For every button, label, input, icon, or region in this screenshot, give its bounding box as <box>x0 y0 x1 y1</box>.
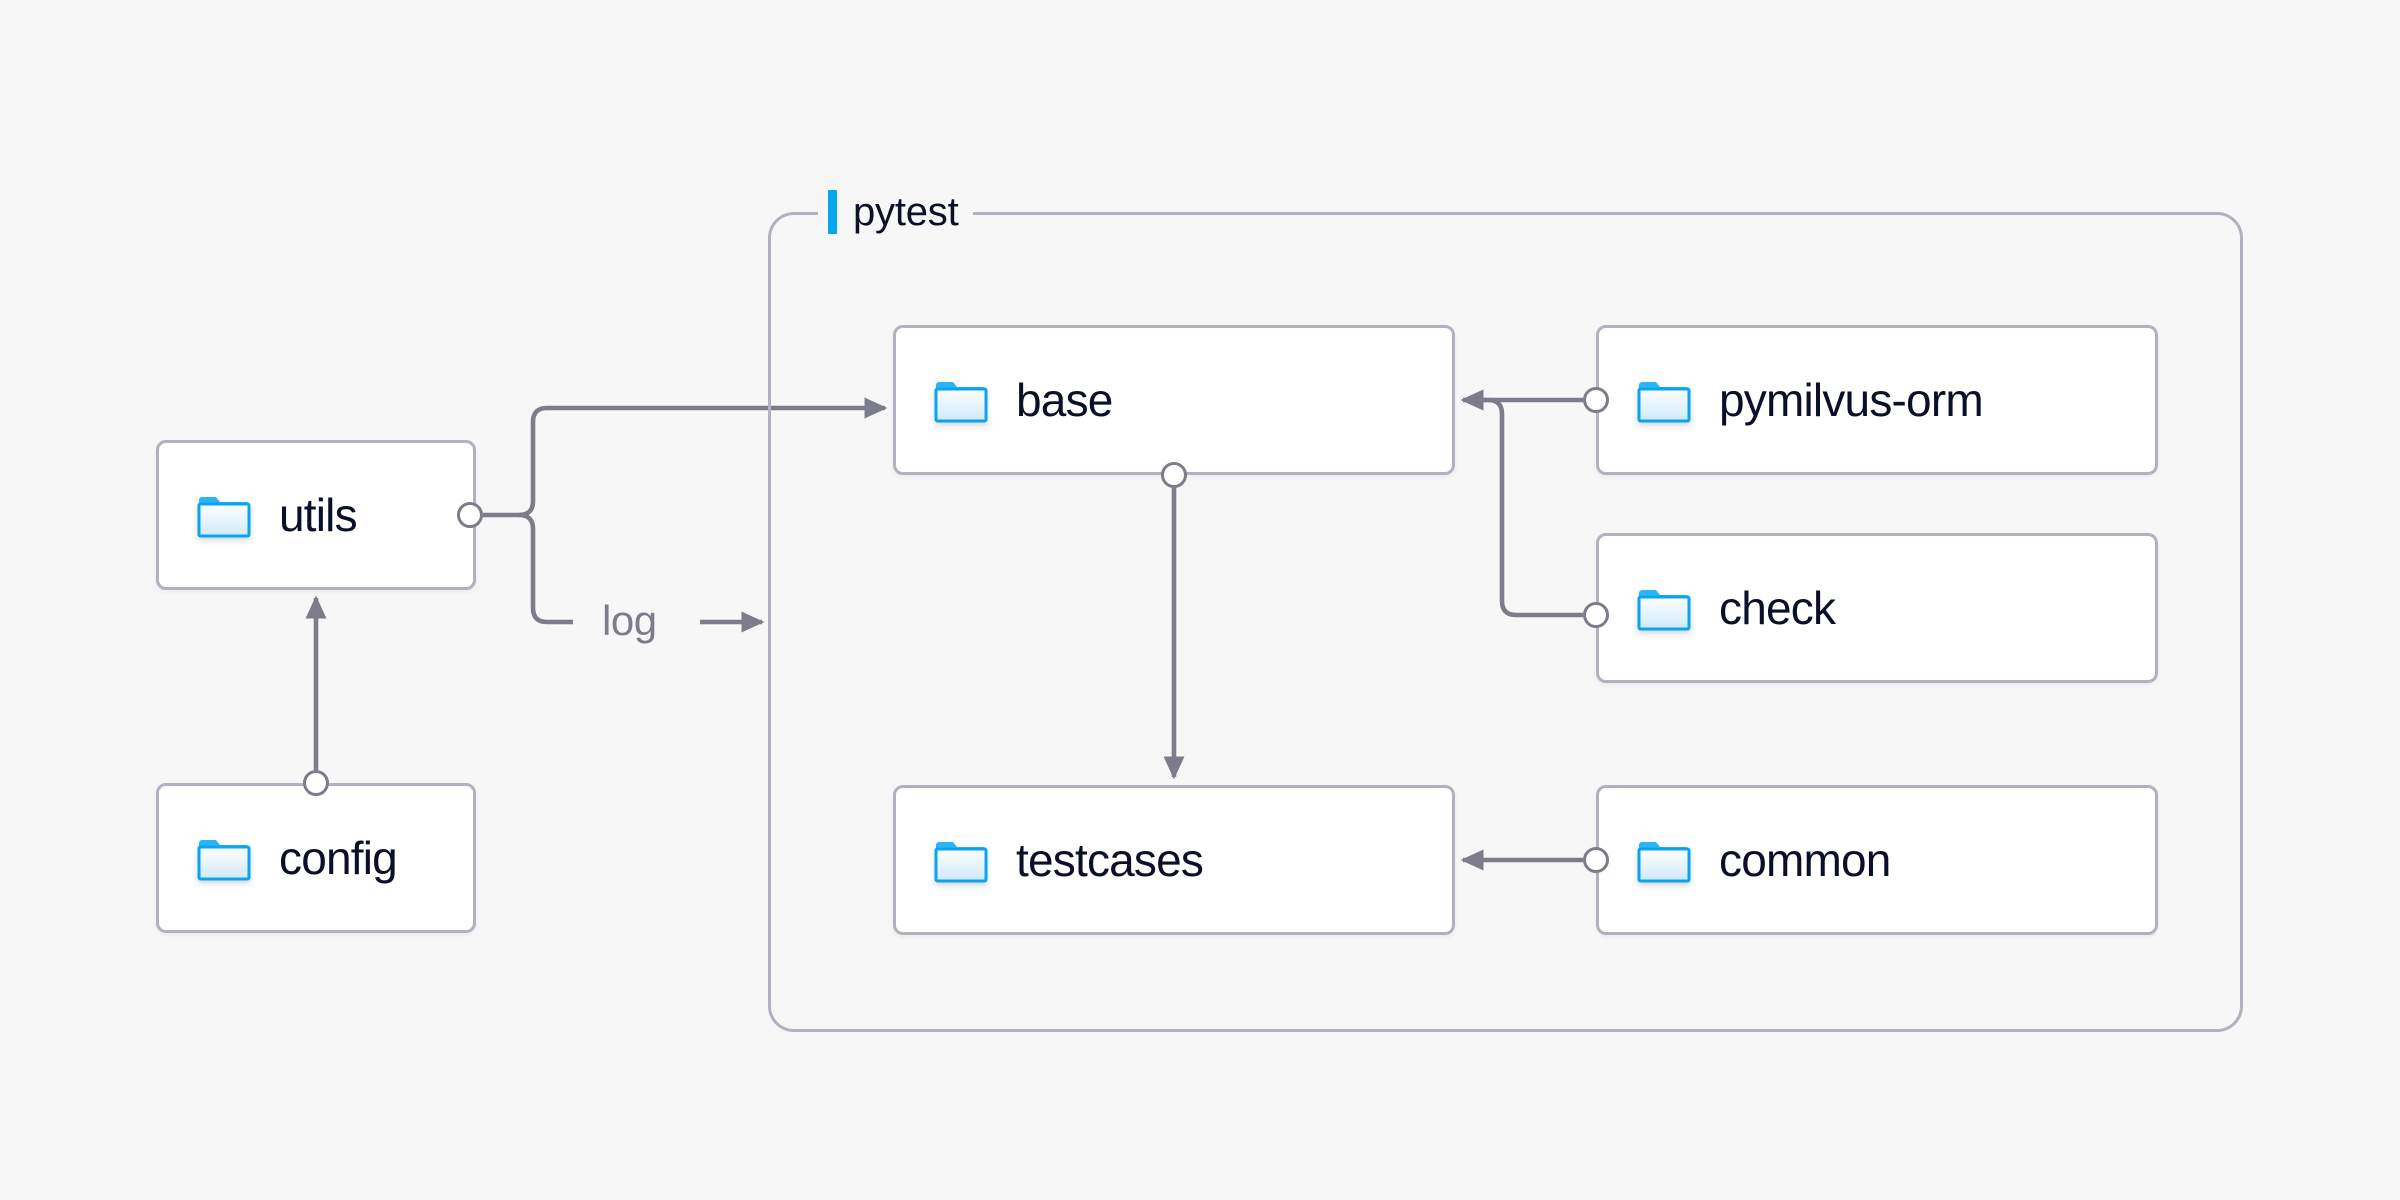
node-label: pymilvus-orm <box>1719 374 1984 426</box>
node-check[interactable]: check <box>1596 533 2158 683</box>
group-label-text: pytest <box>853 189 959 234</box>
edge-utils-to-log <box>518 512 573 625</box>
node-common[interactable]: common <box>1596 785 2158 935</box>
folder-icon <box>1637 837 1691 883</box>
node-label: base <box>1016 374 1113 426</box>
node-label: config <box>279 832 398 884</box>
node-pymilvus-orm[interactable]: pymilvus-orm <box>1596 325 2158 475</box>
node-testcases[interactable]: testcases <box>893 785 1455 935</box>
node-label: check <box>1719 582 1836 634</box>
node-utils[interactable]: utils <box>156 440 476 590</box>
folder-icon <box>197 835 251 881</box>
utils-right-connector[interactable] <box>457 502 483 528</box>
folder-icon <box>934 837 988 883</box>
pytest-group-label: pytest <box>818 185 973 239</box>
pytest-group-box <box>768 212 2243 1032</box>
config-top-connector[interactable] <box>303 770 329 796</box>
folder-icon <box>1637 585 1691 631</box>
node-label: utils <box>279 489 358 541</box>
folder-icon <box>1637 377 1691 423</box>
base-bottom-connector[interactable] <box>1161 462 1187 488</box>
group-accent-bar <box>828 190 837 234</box>
pymilvus-orm-left-connector[interactable] <box>1583 387 1609 413</box>
check-left-connector[interactable] <box>1583 602 1609 628</box>
folder-icon <box>197 492 251 538</box>
node-base[interactable]: base <box>893 325 1455 475</box>
common-left-connector[interactable] <box>1583 847 1609 873</box>
edge-label-log: log <box>602 597 657 644</box>
node-label: common <box>1719 834 1891 886</box>
node-config[interactable]: config <box>156 783 476 933</box>
folder-icon <box>934 377 988 423</box>
node-label: testcases <box>1016 834 1204 886</box>
